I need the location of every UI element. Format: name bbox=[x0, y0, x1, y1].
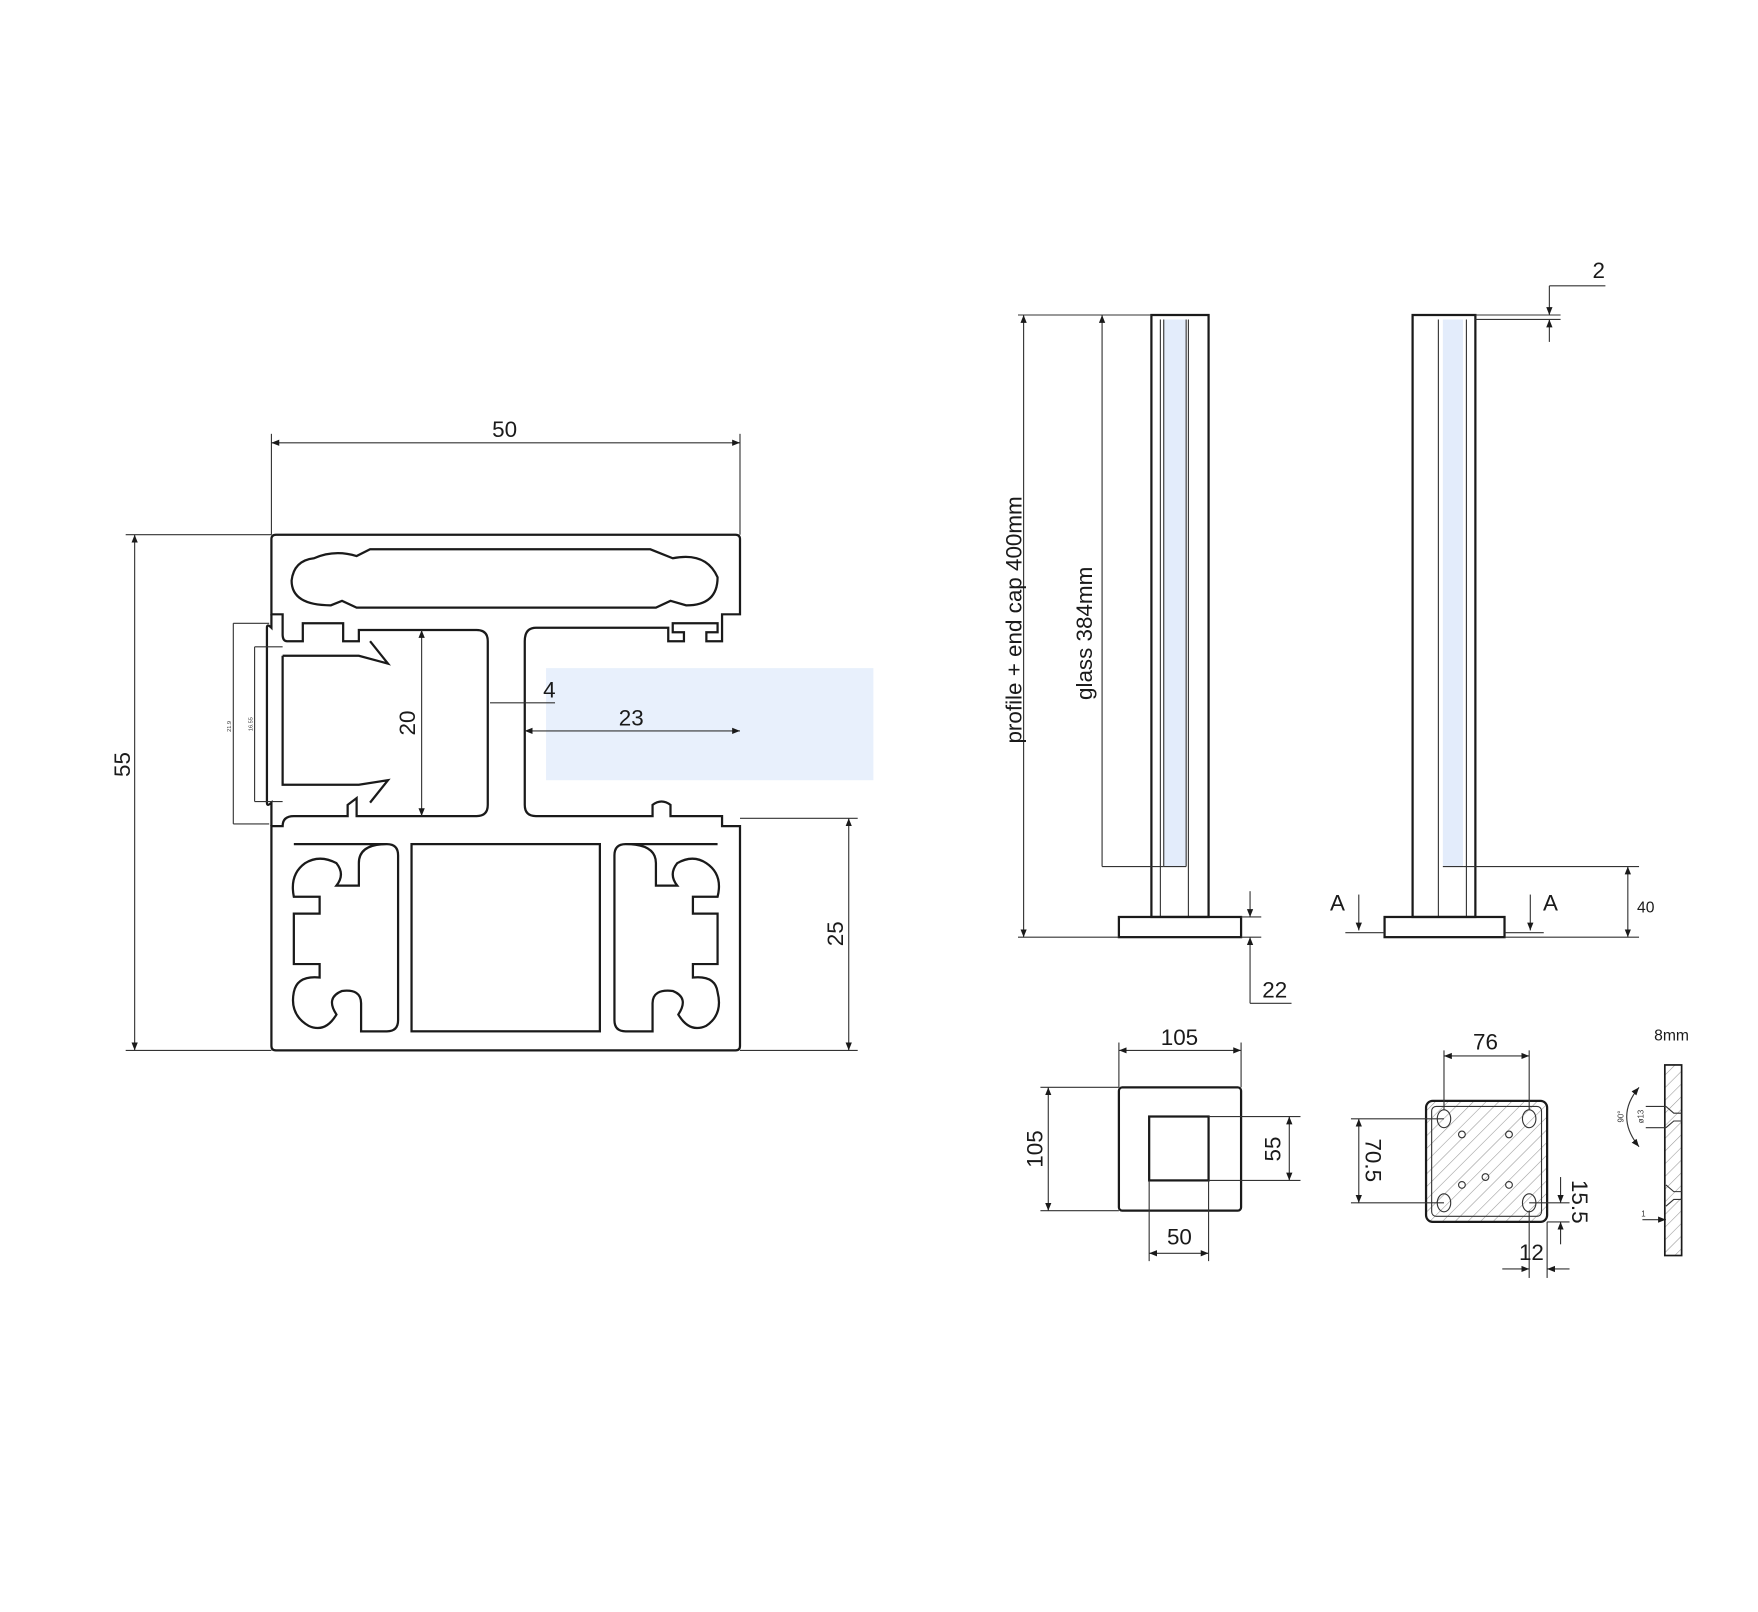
label-90-deg: 90° bbox=[1616, 1111, 1625, 1123]
dimension-height-40: 40 bbox=[1463, 865, 1655, 938]
post-elevation-front bbox=[1117, 313, 1243, 939]
label-70-5: 70.5 bbox=[1361, 1138, 1386, 1182]
label-d13: ø13 bbox=[1637, 1109, 1646, 1123]
dimension-cap-2: 2 bbox=[1475, 258, 1606, 342]
dimension-profile-400: profile + end cap 400mm bbox=[1001, 314, 1152, 938]
plate-section-detail: 8mm 90° ø13 1 bbox=[1616, 1027, 1689, 1257]
base-plan-view: 105 105 55 50 bbox=[1023, 1025, 1301, 1262]
label-16-55: 16.55 bbox=[248, 717, 254, 731]
label-a-right: A bbox=[1543, 890, 1558, 915]
label-2: 2 bbox=[1592, 258, 1604, 283]
post-elevation-side bbox=[1383, 313, 1506, 939]
dimension-clip: 21.9 16.55 bbox=[227, 622, 283, 825]
label-8mm: 8mm bbox=[1654, 1027, 1689, 1044]
base-plate-view: 76 70.5 15.5 12 bbox=[1350, 1029, 1592, 1278]
label-15-5: 15.5 bbox=[1567, 1180, 1592, 1224]
label-21-9: 21.9 bbox=[227, 721, 233, 732]
label-40: 40 bbox=[1637, 899, 1655, 916]
dimension-height-55: 55 bbox=[110, 534, 272, 1051]
dimension-height-25: 25 bbox=[739, 817, 858, 1051]
dimension-glass-384: glass 384mm bbox=[1072, 315, 1164, 868]
label-1: 1 bbox=[1641, 1209, 1645, 1218]
label-76: 76 bbox=[1473, 1029, 1498, 1054]
dimension-slot-20: 20 bbox=[395, 630, 425, 817]
dimension-base-22: 22 bbox=[1241, 891, 1292, 1004]
label-23: 23 bbox=[619, 705, 644, 730]
label-55: 55 bbox=[1260, 1137, 1285, 1162]
label-55: 55 bbox=[110, 752, 135, 777]
label-50-bottom: 50 bbox=[1167, 1224, 1192, 1249]
dimension-width-50: 50 bbox=[270, 417, 741, 535]
dimension-offset-23: 23 bbox=[524, 705, 740, 735]
label-profile-400: profile + end cap 400mm bbox=[1001, 496, 1026, 743]
label-105-top: 105 bbox=[1161, 1025, 1198, 1050]
section-marker-a: A A bbox=[1330, 890, 1558, 934]
label-4: 4 bbox=[543, 677, 555, 702]
dimension-web-4: 4 bbox=[490, 677, 556, 704]
label-12: 12 bbox=[1519, 1240, 1544, 1265]
label-105-left: 105 bbox=[1023, 1130, 1048, 1167]
label-20: 20 bbox=[395, 711, 420, 736]
label-glass-384: glass 384mm bbox=[1072, 567, 1097, 700]
highlight-box bbox=[546, 668, 874, 781]
label-25: 25 bbox=[823, 921, 848, 946]
label-a-left: A bbox=[1330, 890, 1345, 915]
profile-cross-section bbox=[265, 533, 742, 1052]
label-22: 22 bbox=[1262, 978, 1287, 1003]
label-50: 50 bbox=[492, 417, 517, 442]
